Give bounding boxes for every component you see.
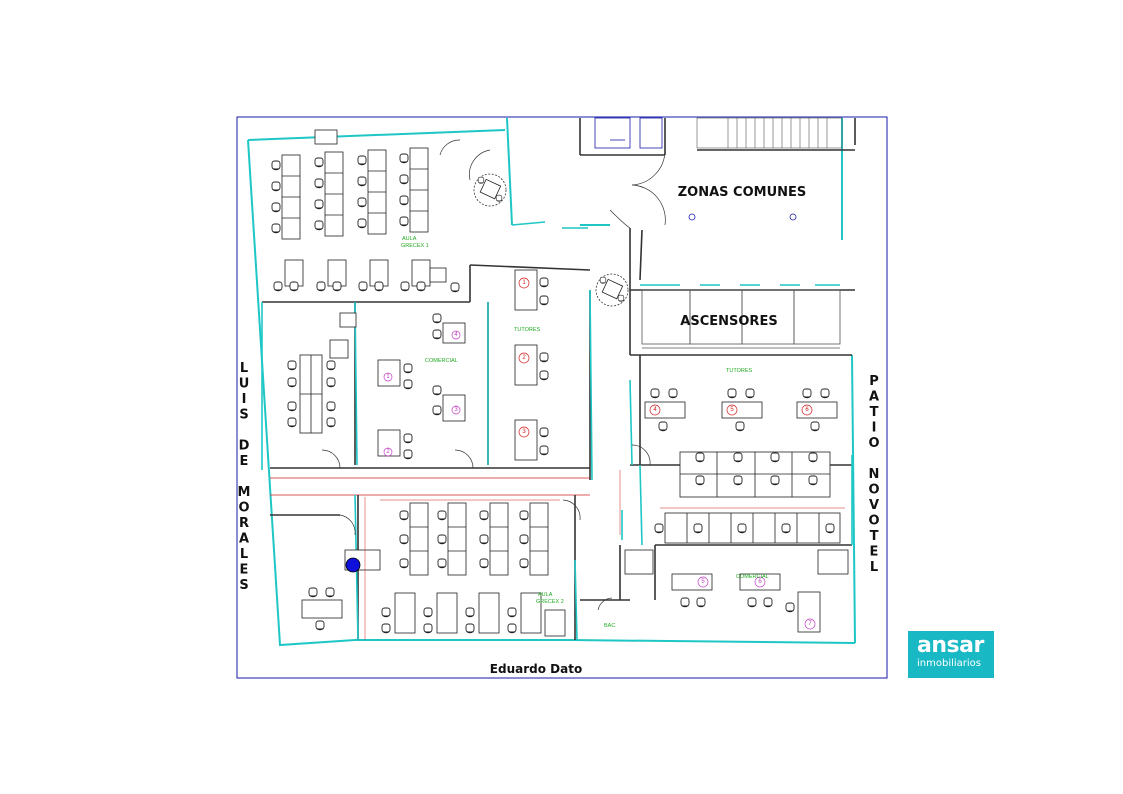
marker-number: 5	[701, 579, 705, 585]
street-letter: I	[872, 421, 877, 436]
street-letter: N	[869, 467, 880, 482]
comercial-right-markers	[697, 576, 816, 630]
ceiling-lights	[688, 213, 797, 221]
aula-top-desks	[271, 129, 429, 240]
elevator-shafts	[641, 289, 841, 349]
round-table-lobby	[595, 273, 629, 307]
street-letter: O	[868, 514, 879, 529]
street-letter: U	[239, 377, 250, 392]
comercial-numbers: 4 1 3 2 5 6 7	[386, 332, 812, 627]
street-letter: O	[868, 483, 879, 498]
openplan-right-row1	[679, 451, 831, 498]
street-letter: S	[239, 578, 248, 593]
marker-number: 1	[386, 374, 390, 380]
street-letter: E	[870, 545, 879, 560]
openplan-right-row2	[654, 512, 841, 544]
tutores-right-label: TUTORES	[726, 368, 753, 374]
tutores-center-desks	[514, 269, 549, 461]
marker-number: 6	[758, 579, 762, 585]
tutores-right-desks	[644, 388, 838, 432]
street-letter: V	[869, 498, 879, 513]
street-letter: T	[870, 529, 879, 544]
tutor-markers-center	[518, 277, 530, 438]
street-letter: D	[239, 439, 250, 454]
ascensores-label: ASCENSORES	[680, 314, 777, 329]
street-letter: R	[239, 516, 249, 531]
street-letter: L	[870, 560, 878, 575]
marker-number: 7	[808, 621, 812, 627]
bac-label: BAC	[604, 623, 615, 629]
marker-number: 3	[454, 407, 458, 413]
lobby-furnishing	[594, 117, 663, 149]
aula-bottom-sublabel: GRECEX 2	[536, 599, 564, 605]
tutores-center-label: TUTORES	[514, 327, 541, 333]
comercial-right-desks	[624, 549, 849, 633]
marker-number: 4	[653, 407, 657, 413]
reception	[301, 549, 381, 631]
street-letter: T	[870, 405, 879, 420]
street-bottom-label: Eduardo Dato	[490, 662, 582, 676]
stairs	[696, 117, 843, 149]
street-letter: P	[869, 374, 879, 389]
marker-number: 2	[522, 355, 526, 361]
comercial-left-desks	[377, 313, 466, 460]
ansar-logo: ansar inmobiliarios	[908, 631, 994, 678]
aula-top-sublabel: GRECEX 1	[401, 243, 429, 249]
street-letter: L	[240, 361, 248, 376]
zona-comunes-label: ZONAS COMUNES	[678, 185, 807, 200]
aula-top-row2	[273, 259, 460, 293]
marker-number: 6	[805, 407, 809, 413]
street-letter: E	[240, 563, 249, 578]
street-letter: M	[238, 485, 251, 500]
logo-name: ansar	[917, 633, 984, 658]
comercial-right-label: COMERCIAL	[736, 574, 769, 580]
street-letter: O	[868, 436, 879, 451]
street-letter: L	[240, 547, 248, 562]
door-swings	[321, 139, 666, 611]
tutor-markers-right	[649, 404, 813, 416]
marker-number: 4	[454, 332, 458, 338]
marker-number: 1	[522, 280, 526, 286]
marker-number: 3	[522, 429, 526, 435]
street-letter: O	[238, 501, 249, 516]
blue-column-marker	[345, 557, 361, 573]
meeting-table-left	[287, 312, 357, 434]
street-letter: A	[239, 532, 249, 547]
plan-frame	[236, 116, 888, 679]
logo-tagline: inmobiliarios	[917, 658, 982, 669]
comercial-left-label: COMERCIAL	[425, 358, 458, 364]
round-table-top	[473, 173, 507, 207]
marker-number: 2	[386, 449, 390, 455]
aula-bottom-label: AULA	[538, 592, 553, 598]
aula-top-label: AULA	[402, 236, 417, 242]
dimension-lines	[364, 470, 845, 640]
street-letter: E	[240, 454, 249, 469]
marker-number: 5	[730, 407, 734, 413]
street-letter: A	[869, 390, 879, 405]
tutor-numbers: 1 2 3 4 5 6	[522, 280, 809, 435]
street-letter: I	[242, 392, 247, 407]
aula-bottom-desks	[381, 502, 566, 637]
comercial-left-markers	[383, 330, 461, 457]
street-letter: S	[239, 408, 248, 423]
